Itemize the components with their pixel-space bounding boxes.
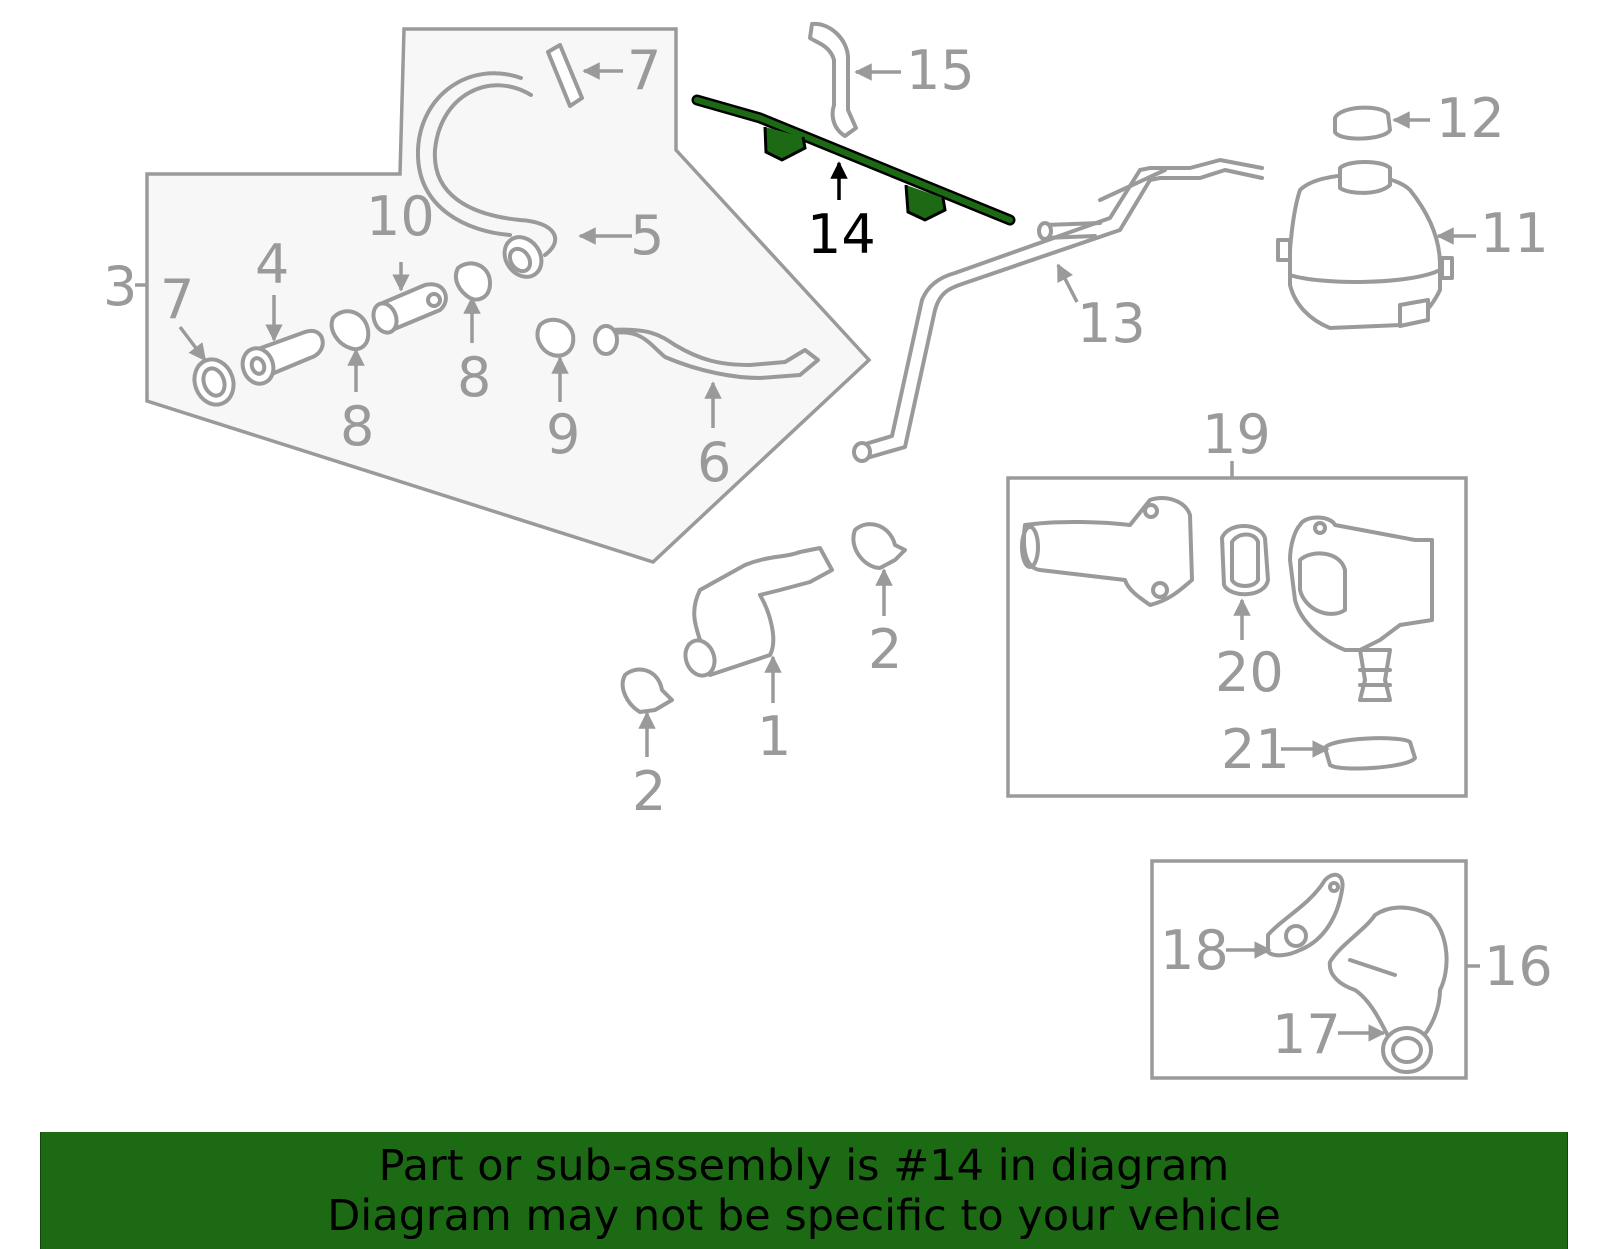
housing-19 <box>1020 496 1194 607</box>
banner-line-2: Diagram may not be specific to your vehi… <box>327 1190 1281 1241</box>
cap-12 <box>1333 105 1392 141</box>
outlet-17 <box>1327 905 1449 1074</box>
callout-14: 14 <box>807 203 876 266</box>
hose-5 <box>415 71 558 279</box>
clamp-2-upper <box>851 522 907 570</box>
pipe-1 <box>683 546 834 678</box>
thermostat-housing-19 <box>1288 515 1434 702</box>
group-16-box <box>1150 859 1468 1080</box>
callout-18: 18 <box>1160 919 1229 982</box>
callout-12: 12 <box>1436 87 1505 150</box>
callout-17: 17 <box>1272 1003 1341 1066</box>
group-3-outline <box>145 27 872 564</box>
gasket-18 <box>1266 872 1345 958</box>
callout-8-left: 8 <box>340 395 374 458</box>
callout-9: 9 <box>546 403 580 466</box>
clamp-9 <box>535 317 576 358</box>
info-banner: Part or sub-assembly is #14 in diagram D… <box>40 1132 1568 1249</box>
callout-1: 1 <box>757 705 791 768</box>
parts-diagram: 7 15 14 12 11 10 5 4 3 7 13 8 8 9 6 19 2… <box>103 21 1553 1080</box>
callout-2-right: 2 <box>868 618 902 681</box>
callout-10: 10 <box>366 185 435 248</box>
callout-21: 21 <box>1221 718 1290 781</box>
callout-15: 15 <box>906 39 975 102</box>
clamp-8-right <box>453 261 492 302</box>
callout-11: 11 <box>1480 202 1549 265</box>
pipe-14-highlighted <box>691 94 1016 226</box>
callout-2-left: 2 <box>632 760 666 823</box>
reservoir-11 <box>1276 160 1454 330</box>
gasket-21 <box>1323 736 1417 771</box>
clamp-2-lower <box>620 667 674 714</box>
group-19-box <box>1006 476 1468 798</box>
leader-lines <box>135 62 1480 1042</box>
callout-7-left: 7 <box>160 268 194 331</box>
pipe-13 <box>852 158 1264 463</box>
clamp-7-left <box>192 357 236 407</box>
banner-line-1: Part or sub-assembly is #14 in diagram <box>378 1140 1230 1191</box>
callout-6: 6 <box>697 431 731 494</box>
callout-7-top: 7 <box>627 39 661 102</box>
hose-15 <box>808 21 858 138</box>
callout-19: 19 <box>1202 403 1271 466</box>
gasket-20 <box>1220 524 1270 597</box>
clamp-7-top <box>546 43 584 108</box>
tube-4 <box>240 328 325 386</box>
hose-6 <box>593 324 820 380</box>
callout-4: 4 <box>255 233 289 296</box>
callout-5: 5 <box>630 204 664 267</box>
clamp-8-left <box>329 309 371 351</box>
callout-16: 16 <box>1484 935 1553 998</box>
connector-10 <box>371 282 448 335</box>
callout-3: 3 <box>103 255 137 318</box>
callout-8-right: 8 <box>457 346 491 409</box>
callout-13: 13 <box>1077 292 1146 355</box>
callout-20: 20 <box>1215 641 1284 704</box>
